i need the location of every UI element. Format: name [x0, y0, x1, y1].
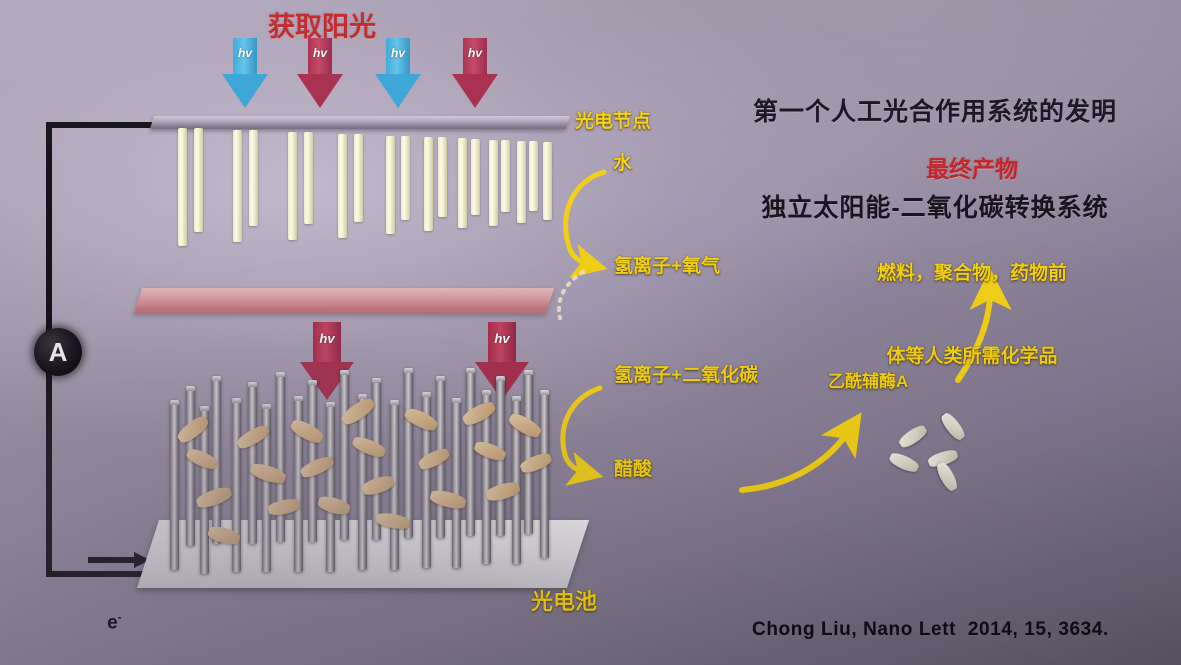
- silicon-nanowire: [232, 398, 241, 572]
- silicon-nanowire: [262, 404, 271, 572]
- electron-arrow-icon: [88, 552, 150, 568]
- arrow-shaft: [233, 38, 257, 76]
- electron-symbol: e: [107, 612, 118, 634]
- tio2-nanowire: [424, 137, 433, 231]
- reaction-arrow-water-to-oxygen: [563, 169, 608, 278]
- silicon-nanowire: [294, 396, 303, 572]
- title-line-1: 第一个人工光合作用系统的发明: [752, 98, 1117, 126]
- title-line-2: 独立太阳能-二氧化碳转换系统: [761, 194, 1109, 222]
- silicon-nanowire: [186, 386, 195, 546]
- photon-symbol: hv: [467, 46, 482, 60]
- silicon-nanowire: [276, 372, 285, 542]
- arrow-head: [297, 74, 343, 108]
- label-photoelectrode-node: 光电节点: [575, 111, 652, 132]
- silicon-nanowire: [200, 406, 209, 574]
- silicon-nanowire: [452, 398, 461, 568]
- silicon-nanowire: [340, 370, 349, 540]
- proton-transfer-dotted-path: [557, 270, 585, 320]
- tio2-nanowire: [354, 134, 363, 222]
- arrow-shaft: [463, 38, 487, 76]
- photon-symbol: hv: [494, 331, 510, 346]
- silicon-nanowire: [524, 370, 533, 534]
- silicon-nanowire: [170, 400, 179, 570]
- photon-symbol: hv: [312, 46, 327, 60]
- silicon-nanowire: [358, 394, 367, 570]
- tio2-nanowire: [288, 132, 297, 240]
- arrow-head: [375, 74, 421, 108]
- photon-arrow-blue-1: hv: [222, 38, 268, 108]
- tio2-nanowire: [338, 134, 347, 238]
- tio2-nanowire: [178, 128, 187, 246]
- label-final-products-heading: 最终产物: [926, 156, 1018, 182]
- arrow-shaft: [313, 322, 341, 364]
- label-capture-sunlight: 获取阳光: [268, 12, 376, 42]
- silicon-nanowire: [390, 400, 399, 570]
- silicon-nanowire: [482, 390, 491, 564]
- label-final-products-body: 燃料，聚合物，药物前 体等人类所需化学品: [848, 205, 1096, 425]
- label-protons-oxygen: 氢离子+氧气: [614, 256, 721, 277]
- tio2-nanowire: [438, 137, 447, 217]
- ammeter-label: A: [48, 336, 68, 367]
- citation: Chong Liu, Nano Lett 2014, 15, 3634.: [752, 619, 1109, 640]
- arrow-shaft: [308, 38, 332, 76]
- tio2-nanowire: [194, 128, 203, 232]
- tio2-nanowire: [386, 136, 395, 234]
- photon-symbol: hv: [319, 331, 335, 346]
- reaction-arrow-co2-to-acetate: [560, 385, 604, 486]
- tio2-nanowire: [517, 141, 526, 223]
- label-acetyl-coa: 乙酰辅酶A: [828, 372, 909, 391]
- reaction-arrow-acetate-to-acetylcoa: [739, 412, 862, 493]
- tio2-nanowire: [401, 136, 410, 220]
- photon-arrow-red-2: hv: [452, 38, 498, 108]
- silicon-nanowire: [372, 378, 381, 540]
- tio2-nanowire: [501, 140, 510, 212]
- photon-arrow-blue-2: hv: [375, 38, 421, 108]
- arrow-shaft: [386, 38, 410, 76]
- label-protons-co2: 氢离子+二氧化碳: [614, 365, 759, 386]
- photon-arrow-red-1: hv: [297, 38, 343, 108]
- tio2-nanowire: [458, 138, 467, 228]
- silicon-nanowire: [466, 368, 475, 536]
- circuit-wire-bottom: [46, 571, 171, 577]
- tio2-nanowire: [489, 140, 498, 226]
- electron-charge: -: [117, 610, 122, 625]
- silicon-nanowire: [404, 368, 413, 538]
- reaction-arrow-acetylcoa-to-products: [955, 268, 1012, 383]
- tio2-nanowire: [304, 132, 313, 224]
- photon-symbol: hv: [390, 46, 405, 60]
- arrow-shaft: [488, 322, 516, 364]
- silicon-nanowire: [326, 402, 335, 572]
- ammeter: A: [34, 328, 82, 376]
- label-photocell: 光电池: [531, 589, 598, 614]
- silicon-nanowire: [422, 392, 431, 568]
- final-products-line-1: 燃料，聚合物，药物前: [876, 263, 1067, 285]
- silicon-nanowire: [512, 396, 521, 564]
- arrow-head: [222, 74, 268, 108]
- page-title: 第一个人工光合作用系统的发明 独立太阳能-二氧化碳转换系统: [700, 32, 1170, 288]
- tio2-nanowire: [249, 130, 258, 226]
- tio2-nanowire: [543, 142, 552, 220]
- tio2-nanowire: [233, 130, 242, 242]
- arrow-head: [452, 74, 498, 108]
- label-water: 水: [613, 153, 633, 174]
- label-electron: e-: [86, 586, 122, 660]
- tio2-nanowire: [529, 141, 538, 211]
- photon-symbol: hv: [237, 46, 252, 60]
- circuit-wire-top: [46, 122, 156, 128]
- final-products-line-2: 体等人类所需化学品: [886, 345, 1058, 367]
- silicon-nanowire: [540, 390, 549, 558]
- label-acetic-acid: 醋酸: [614, 459, 653, 480]
- tio2-nanowire: [471, 139, 480, 215]
